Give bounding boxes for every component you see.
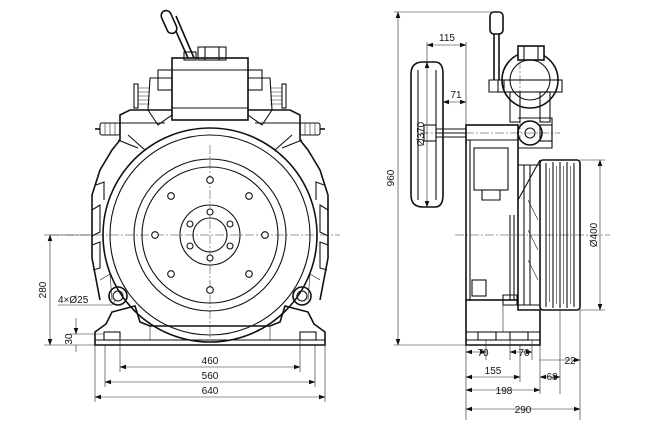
dim-198: 198 [496,386,513,397]
dim-71: 71 [450,90,462,101]
dimension-labels: 460 560 640 280 4×Ø25 30 115 71 Ø370 960… [38,33,600,416]
side-view [394,11,610,420]
dim-400: Ø400 [589,222,600,247]
dim-70-right: 70 [518,348,530,359]
side-shaft [517,117,553,149]
dim-560: 560 [202,371,219,382]
dim-460: 460 [202,356,219,367]
side-brake [488,11,563,123]
traction-sheave [518,159,581,311]
front-dimensions [44,234,326,402]
dim-280: 280 [38,281,49,298]
dim-960: 960 [386,169,397,186]
dim-115: 115 [439,33,455,44]
outer-bolt-circle [151,176,269,294]
front-view [44,9,340,402]
dim-370: Ø370 [416,121,427,146]
dim-22: 22 [564,356,576,367]
mounting-holes [108,286,312,306]
side-base [465,300,541,346]
inner-bolt-circle [186,208,234,262]
brake-assembly [133,9,287,126]
side-bolts [95,122,325,136]
dim-68: 68 [546,372,558,383]
dim-640: 640 [202,386,219,397]
motor-face [102,127,318,343]
dim-holes: 4×Ø25 [58,295,89,306]
front-base [94,305,326,346]
dim-290: 290 [515,405,532,416]
side-dimensions [394,11,605,420]
side-housing [465,124,541,306]
handwheel [410,61,466,208]
dim-70-left: 70 [477,348,489,359]
dim-30: 30 [64,333,75,345]
dim-155: 155 [485,366,502,377]
